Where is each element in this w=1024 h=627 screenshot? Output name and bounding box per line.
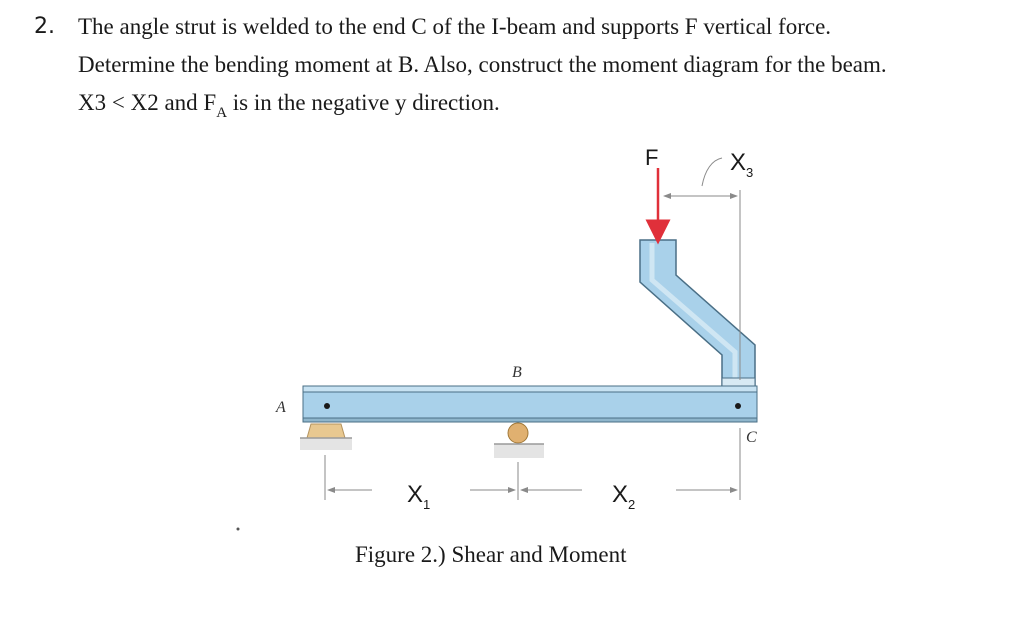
stray-dot	[236, 527, 240, 531]
x2-label: X2	[612, 481, 635, 512]
point-a-label: A	[275, 399, 286, 416]
x1-subscript: 1	[423, 497, 430, 512]
point-b-label: B	[512, 364, 522, 381]
question-number: 2.	[34, 14, 55, 39]
problem-line-2: Determine the bending moment at B. Also,…	[78, 52, 887, 77]
x2-subscript: 2	[628, 497, 635, 512]
i-beam	[302, 385, 758, 423]
problem-line-3-subscript: A	[216, 105, 228, 121]
x2-text: X	[612, 481, 628, 508]
problem-line-3-tail: is in the negative y direction.	[227, 90, 500, 115]
x1-text: X	[407, 481, 423, 508]
pin-support-a	[300, 423, 352, 450]
dimension-lines	[324, 157, 741, 500]
problem-line-1: The angle strut is welded to the end C o…	[78, 14, 832, 39]
problem-statement: 2. The angle strut is welded to the end …	[0, 0, 1024, 130]
figure-caption: Figure 2.) Shear and Moment	[355, 542, 627, 567]
roller-support-b	[494, 422, 544, 458]
x3-label: X3	[730, 149, 753, 180]
problem-line-3-text: X3 < X2 and F	[78, 90, 217, 115]
problem-line-3: X3 < X2 and FA is in the negative y dire…	[78, 88, 500, 121]
force-label: F	[645, 145, 658, 170]
x1-label: X1	[407, 481, 430, 512]
angle-strut	[639, 239, 756, 387]
x3-subscript: 3	[746, 165, 753, 180]
x3-text: X	[730, 149, 746, 176]
point-c-label: C	[746, 429, 757, 446]
